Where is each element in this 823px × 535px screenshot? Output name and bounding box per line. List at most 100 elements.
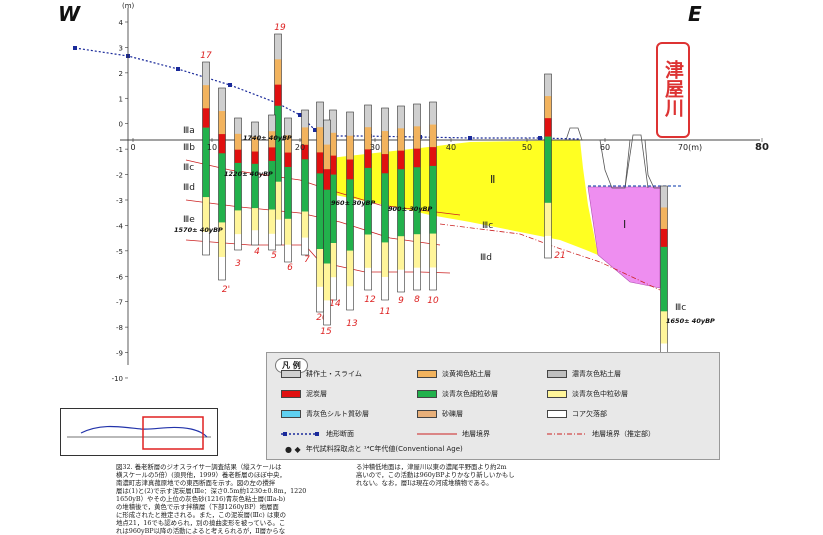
borehole-layer [234, 118, 242, 135]
x-tick-label: 30 [370, 143, 380, 152]
borehole-layer [397, 128, 405, 151]
y-tick-label: -10 [112, 375, 123, 383]
borehole-layer [544, 96, 552, 119]
topo-point [298, 113, 302, 117]
borehole-layer [268, 209, 276, 235]
x-tick-label: 20 [295, 143, 305, 152]
borehole-layer [413, 126, 421, 149]
y-tick-label: -2 [116, 172, 123, 180]
borehole-layer [218, 111, 226, 135]
borehole-layer [413, 267, 421, 291]
borehole-layer [274, 105, 282, 182]
borehole-label: 2' [222, 285, 230, 295]
borehole-layer [234, 133, 242, 150]
borehole-layer [323, 120, 331, 145]
y-tick-label: 3 [119, 44, 123, 52]
borehole-layer [268, 147, 276, 162]
y-tick-label: 4 [119, 19, 124, 27]
borehole-layer [218, 153, 226, 223]
x-tick-label: 10 [207, 143, 217, 152]
unit-label-IIIb: Ⅲb [183, 143, 195, 153]
borehole-label: 8 [414, 295, 420, 305]
age-label-1740: 1740± 40yBP [243, 134, 292, 142]
borehole-layer [323, 263, 331, 301]
y-tick-label: 2 [119, 70, 123, 78]
borehole-layer [544, 235, 552, 259]
legend-box: 凡 例 耕作土・スライム淡黄褐色粘土層濃青灰色粘土層泥炭層淡青灰色細粒砂層淡青灰… [266, 352, 720, 460]
legend-item-label: 淡青灰色中粒砂層 [572, 390, 628, 398]
caption-line: れない。なお，層Ⅰは現在の河成堆積物である。 [356, 479, 493, 487]
y-tick-label: -6 [116, 273, 124, 281]
borehole-layer [429, 233, 437, 268]
legend-line-boundary: 地層境界 [417, 429, 490, 439]
borehole-7: 7 [301, 109, 310, 265]
borehole-layer [274, 84, 282, 107]
y-tick-label: -1 [116, 146, 123, 154]
borehole-layer [346, 135, 354, 160]
river-name-box: 津屋川 [656, 42, 690, 138]
legend-line-topo: 地形断面 [281, 429, 354, 439]
zone-ii-fill [330, 140, 598, 255]
topo-line-swatch [281, 432, 321, 436]
boundary-line-swatch [417, 433, 457, 435]
borehole-layer [346, 112, 354, 137]
borehole-layer [381, 173, 389, 243]
borehole-layer [316, 173, 324, 250]
legend-swatch [281, 410, 301, 418]
borehole-label: 21 [554, 251, 565, 261]
borehole-outline [234, 117, 242, 251]
borehole-layer [323, 144, 331, 170]
borehole-layer [301, 110, 309, 128]
borehole-label: 19 [274, 23, 286, 33]
borehole-12: 12 [364, 104, 376, 305]
borehole-layer [284, 135, 292, 153]
borehole-layer [429, 147, 437, 167]
caption-line: 層は(1)と(2)で示す泥炭層(Ⅲe：深さ0.5m約1230±0.8m，1220 [116, 487, 307, 495]
borehole-layer [429, 124, 437, 148]
legend-item: 青灰色シルト質砂層 [281, 409, 369, 419]
legend-swatch [417, 410, 437, 418]
borehole-layer [413, 148, 421, 168]
borehole-layer [397, 169, 405, 237]
legend-item-label: 淡黄褐色粘土層 [442, 370, 491, 378]
borehole-11: 11 [379, 107, 391, 317]
borehole-layer [316, 152, 324, 174]
borehole-label: 11 [379, 307, 390, 317]
age-label-1220: 1220± 40yBP [224, 170, 273, 178]
borehole-layer [218, 222, 226, 258]
legend-item: 耕作土・スライム [281, 369, 362, 379]
legend-item-label: コア欠落部 [572, 410, 607, 418]
legend-dating: ● ◆ 年代試料採取点と ¹⁴C年代値(Conventional Age) [285, 444, 463, 454]
borehole-layer [329, 155, 337, 175]
borehole-layer [284, 244, 292, 263]
borehole-layer [202, 108, 210, 128]
legend-item-label: 耕作土・スライム [306, 370, 362, 378]
borehole-layer [364, 167, 372, 235]
borehole-label: 15 [320, 327, 332, 337]
borehole-layer [346, 179, 354, 251]
borehole-layer [381, 242, 389, 278]
x-tick-label: 60 [600, 143, 610, 152]
borehole-outline [251, 121, 259, 246]
borehole-label: 17 [200, 51, 212, 61]
borehole-layer [301, 144, 309, 160]
borehole-14: 14 [329, 109, 341, 309]
borehole-layer [301, 159, 309, 212]
borehole-outline [301, 109, 309, 256]
borehole-layer [660, 246, 668, 312]
unit-label-II: Ⅱ [490, 173, 495, 186]
legend-swatch [281, 370, 301, 378]
borehole-layer [381, 108, 389, 132]
borehole-layer [381, 131, 389, 155]
borehole-layer [284, 218, 292, 246]
y-axis-unit: (m) [122, 2, 135, 10]
borehole-21: 21 [544, 73, 566, 261]
borehole-layer [364, 127, 372, 150]
unit-label-IIIa: Ⅲa [183, 126, 195, 136]
borehole-layer [251, 230, 259, 246]
borehole-layer [660, 228, 668, 248]
x-axis-unit: 70(m) [678, 143, 702, 152]
borehole-layer [234, 234, 242, 251]
